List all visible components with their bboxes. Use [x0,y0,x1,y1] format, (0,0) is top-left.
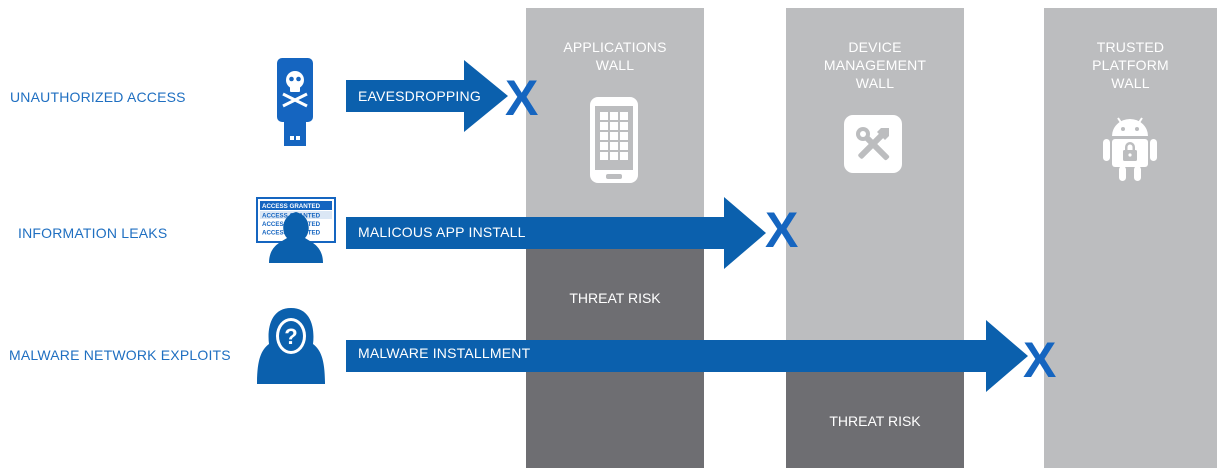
arrow-label-eavesdropping: EAVESDROPPING [358,88,481,104]
threat-label-information-leaks: INFORMATION LEAKS [18,225,168,241]
wall-title: APPLICATIONS WALL [526,38,704,74]
wall-title: TRUSTED PLATFORM WALL [1044,38,1217,92]
blocked-x-mark: X [1023,332,1057,388]
smartphone-icon [590,97,638,183]
threat-label-malware-network-exploits: MALWARE NETWORK EXPLOITS [9,347,231,363]
svg-text:?: ? [284,324,297,349]
device-management-wall-threat-zone: THREAT RISK [786,371,964,468]
arrow-label-malware-installment: MALWARE INSTALLMENT [358,345,531,361]
blocked-x-mark: X [505,70,539,126]
hacker-access-granted-icon: ACCESS GRANTED ACCESS GRANTED ACCESS GRA… [256,197,336,263]
wall-title-line: PLATFORM [1092,57,1169,73]
trusted-platform-wall: TRUSTED PLATFORM WALL [1044,8,1217,468]
threat-label-unauthorized-access: UNAUTHORIZED ACCESS [10,89,186,105]
malware-installment-arrow [346,320,1028,392]
wall-title-line: MANAGEMENT [823,57,927,73]
arrow-label-malicious-app-install: MALICOUS APP INSTALL [358,224,526,240]
wall-title-line: WALL [1111,75,1150,91]
wall-title-line: APPLICATIONS [563,39,667,55]
malicious-app-install-arrow [346,197,766,269]
wall-title-line: TRUSTED [1096,39,1165,55]
tools-icon [844,115,902,173]
android-lock-icon [1103,117,1157,181]
blocked-x-mark: X [765,202,799,258]
wall-title-line: WALL [855,75,895,91]
skull-usb-icon [277,58,313,146]
device-management-wall: THREAT RISK DEVICE MANAGEMENT WALL [786,8,964,468]
hooded-hacker-question-icon: ? [257,308,325,384]
threat-risk-label: THREAT RISK [569,290,661,306]
wall-title: DEVICE MANAGEMENT WALL [786,38,964,92]
wall-title-line: WALL [595,57,635,73]
svg-text:ACCESS GRANTED: ACCESS GRANTED [262,203,321,210]
wall-title-line: DEVICE [848,39,902,55]
threat-risk-label: THREAT RISK [829,413,921,429]
eavesdropping-arrow [346,60,508,132]
